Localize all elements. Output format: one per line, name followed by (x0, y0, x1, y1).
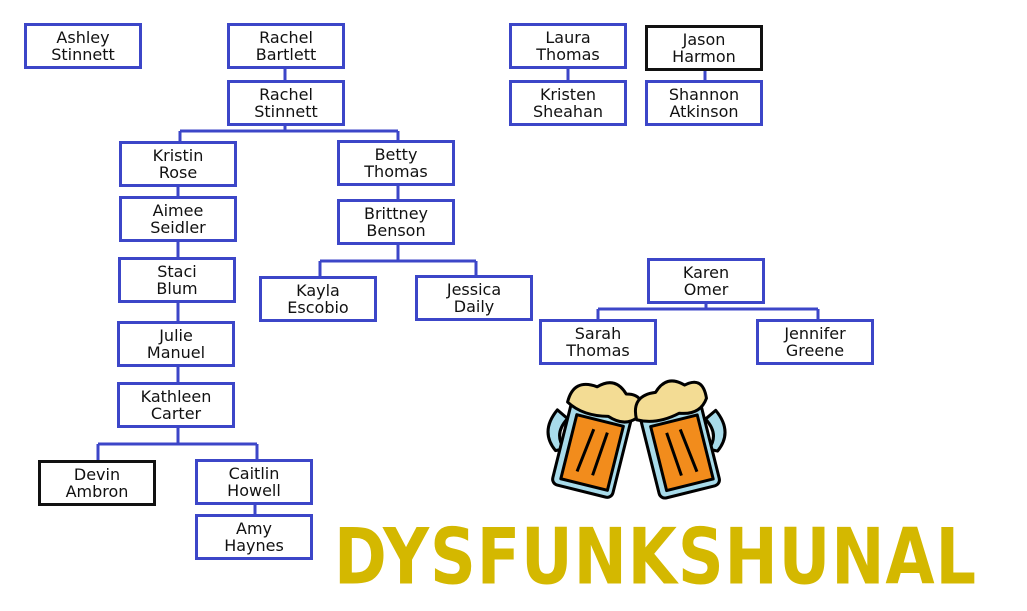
first-name: Aimee (152, 201, 204, 220)
first-name: Amy (236, 519, 272, 538)
first-name: Jason (682, 30, 726, 49)
last-name: Harmon (672, 47, 736, 66)
first-name: Kristen (539, 85, 597, 104)
first-name: Betty (374, 145, 418, 164)
first-name: Sarah (574, 324, 622, 343)
first-name: Brittney (364, 204, 428, 223)
last-name: Haynes (224, 536, 284, 555)
connector (96, 425, 259, 460)
last-name: Benson (366, 221, 426, 240)
left-mug-icon (546, 381, 643, 499)
last-name: Daily (453, 297, 495, 316)
last-name: Bartlett (255, 45, 317, 64)
connector (318, 242, 478, 276)
first-name: Shannon (668, 85, 740, 104)
last-name: Greene (785, 341, 845, 360)
last-name: Stinnett (51, 45, 115, 64)
last-name: Escobio (287, 298, 349, 317)
last-name: Manuel (146, 343, 206, 362)
last-name: Stinnett (254, 102, 318, 121)
last-name: Thomas (364, 162, 428, 181)
last-name: Atkinson (669, 102, 739, 121)
last-name: Thomas (566, 341, 630, 360)
first-name: Rachel (259, 85, 313, 104)
first-name: Kristin (152, 146, 204, 165)
first-name: Karen (682, 263, 730, 282)
last-name: Ambron (65, 482, 129, 501)
connector (178, 123, 400, 141)
first-name: Staci (157, 262, 197, 281)
first-name: Kayla (296, 281, 340, 300)
first-name: Jennifer (784, 324, 846, 343)
first-name: Kathleen (140, 387, 212, 406)
last-name: Omer (683, 280, 729, 299)
last-name: Carter (150, 404, 202, 423)
first-name: Jessica (446, 280, 502, 299)
last-name: Sheahan (532, 102, 604, 121)
first-name: Devin (73, 465, 121, 484)
first-name: Julie (159, 326, 193, 345)
last-name: Seidler (150, 218, 206, 237)
first-name: Caitlin (228, 464, 280, 483)
dysfunkshunal-logo: DYSFUNKSHUNAL (334, 512, 977, 603)
last-name: Thomas (536, 45, 600, 64)
beer-mugs-clipart (546, 379, 727, 500)
first-name: Rachel (259, 28, 313, 47)
last-name: Howell (227, 481, 281, 500)
last-name: Rose (158, 163, 198, 182)
first-name: Laura (545, 28, 591, 47)
right-mug-icon (634, 379, 727, 500)
first-name: Ashley (56, 28, 110, 47)
last-name: Blum (156, 279, 198, 298)
connector (596, 301, 820, 319)
